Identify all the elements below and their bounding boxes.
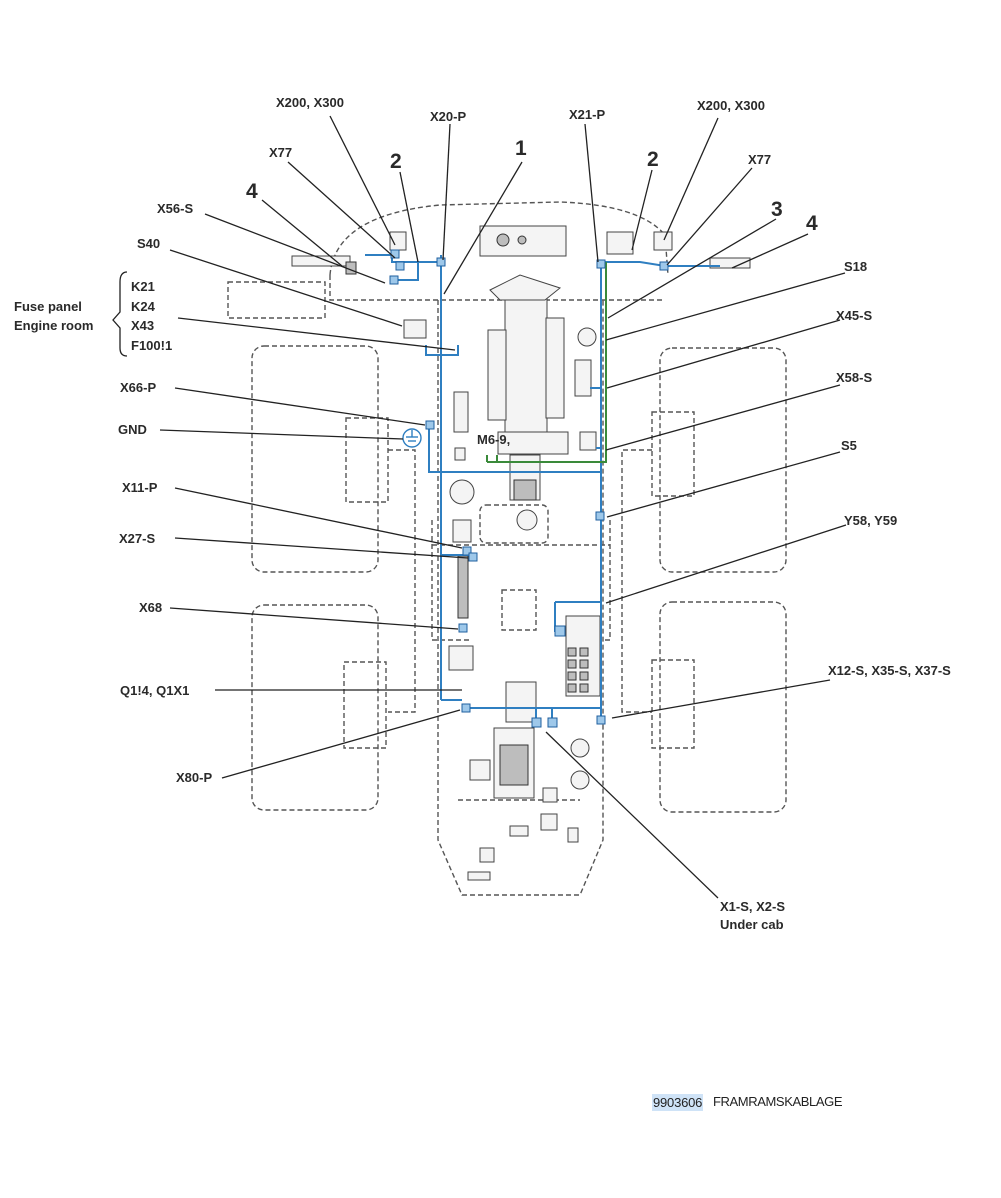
label-fuse-panel: Fuse panel [14,299,82,314]
vehicle-outline [227,201,787,896]
label-x66-p: X66-P [120,380,156,395]
ground-wires [486,262,607,463]
label-engine-room: Engine room [14,318,93,333]
label-s40: S40 [137,236,160,251]
callout-4-right: 4 [806,212,818,235]
label-x20-p: X20-P [430,109,466,124]
label-k21: K21 [131,279,155,294]
label-x56-s: X56-S [157,201,193,216]
label-x77-right: X77 [748,152,771,167]
label-y58-y59: Y58, Y59 [844,513,897,528]
callout-4-left: 4 [246,180,258,203]
label-x45-s: X45-S [836,308,872,323]
drawing-name: FRAMRAMSKABLAGE [713,1094,843,1109]
components [291,225,751,881]
label-m6-9: M6-9, [477,432,510,447]
relay-grid [567,647,589,693]
label-x80-p: X80-P [176,770,212,785]
fuse-panel-brace [112,271,128,357]
label-x58-s: X58-S [836,370,872,385]
label-gnd: GND [118,422,147,437]
label-q1-4-q1x1: Q1!4, Q1X1 [120,683,189,698]
label-x21-p: X21-P [569,107,605,122]
label-x11-p: X11-P [122,480,158,495]
label-x43: X43 [131,318,154,333]
callout-2-right: 2 [647,148,659,171]
label-x12-x35-x37: X12-S, X35-S, X37-S [828,663,951,678]
label-x68: X68 [139,600,162,615]
label-under-cab: Under cab [720,917,784,932]
connectors [389,249,669,728]
label-s18: S18 [844,259,867,274]
labels: X200, X300 X20-P X21-P X200, X300 X77 X7… [14,95,951,932]
ground-symbol [402,428,422,448]
callout-2-left: 2 [390,150,402,173]
label-x1-x2-s: X1-S, X2-S [720,899,785,914]
label-x200-x300-right: X200, X300 [697,98,765,113]
label-x27-s: X27-S [119,531,155,546]
label-k24: K24 [131,299,156,314]
label-x77-left: X77 [269,145,292,160]
label-s5: S5 [841,438,857,453]
callout-1: 1 [515,137,527,160]
label-f100: F100!1 [131,338,172,353]
drawing-code: 9903606 [652,1094,704,1111]
callout-numbers: 1 2 2 3 4 4 [246,137,818,235]
leader-lines [159,115,847,899]
label-x200-x300-left: X200, X300 [276,95,344,110]
callout-3: 3 [771,198,783,221]
